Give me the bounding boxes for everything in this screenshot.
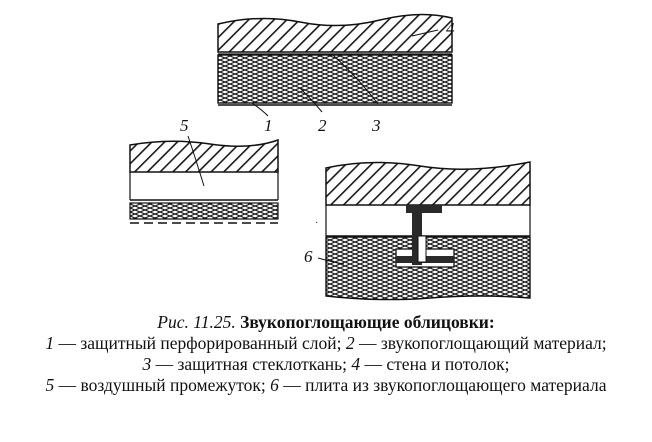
leader-line-4 <box>411 29 439 37</box>
left-lining-panel: 5 <box>129 116 279 224</box>
callout-6: 6 <box>304 247 313 266</box>
absorbing-strip <box>129 202 279 220</box>
legend-text: — воздушный промежуток; <box>54 375 271 395</box>
legend-line-1: 1 — защитный перфорированный слой; 2 — з… <box>0 333 652 354</box>
figure-caption: Рис. 11.25. Звукопоглощающие облицовки: … <box>0 312 652 396</box>
callout-1: 1 <box>264 116 273 135</box>
figure-title: Звукопоглощающие облицовки: <box>240 312 495 332</box>
wall-ceiling-layer <box>217 13 453 53</box>
legend-text: — звукопоглощающий материал; <box>354 333 607 353</box>
absorbing-plate <box>325 236 531 301</box>
legend-text: — стена и потолок; <box>360 354 510 374</box>
mounting-profile <box>395 205 455 268</box>
leader-line-3 <box>332 54 379 105</box>
legend-text: — защитный перфорированный слой; <box>54 333 346 353</box>
legend-num: 5 <box>45 375 55 395</box>
caption-title-line: Рис. 11.25. Звукопоглощающие облицовки: <box>0 312 652 333</box>
legend-line-2: 3 — защитная стеклоткань; 4 — стена и по… <box>0 354 652 375</box>
leader-line-1 <box>251 102 269 117</box>
right-lining-panel: 6 · <box>304 161 531 301</box>
legend-num: 6 <box>270 375 279 395</box>
legend-num: 3 <box>142 354 152 374</box>
leader-line-2 <box>299 87 323 113</box>
legend-line-3: 5 — воздушный промежуток; 6 — плита из з… <box>0 375 652 396</box>
leader-line-6 <box>317 257 345 265</box>
legend-num: 2 <box>345 333 355 353</box>
callout-5: 5 <box>180 116 189 135</box>
wall-ceiling-layer-right <box>325 161 531 206</box>
callout-2: 2 <box>318 116 327 135</box>
wall-ceiling-layer-left <box>129 138 279 173</box>
callout-3: 3 <box>371 116 381 135</box>
legend-text: — плита из звукопоглощающего материала <box>278 375 607 395</box>
stray-mark: · <box>315 218 318 229</box>
figure-number: Рис. 11.25. <box>157 312 236 332</box>
legend-num: 1 <box>45 333 55 353</box>
absorbing-material-layer <box>217 54 453 104</box>
legend-text: — защитная стеклоткань; <box>151 354 352 374</box>
callout-4: 4 <box>446 19 455 38</box>
sound-absorbing-lining-diagram: 4 1 2 3 5 6 · <box>129 13 531 301</box>
leader-line-5 <box>187 135 205 187</box>
top-lining-panel: 4 1 2 3 <box>217 13 455 135</box>
legend-num: 4 <box>351 354 361 374</box>
